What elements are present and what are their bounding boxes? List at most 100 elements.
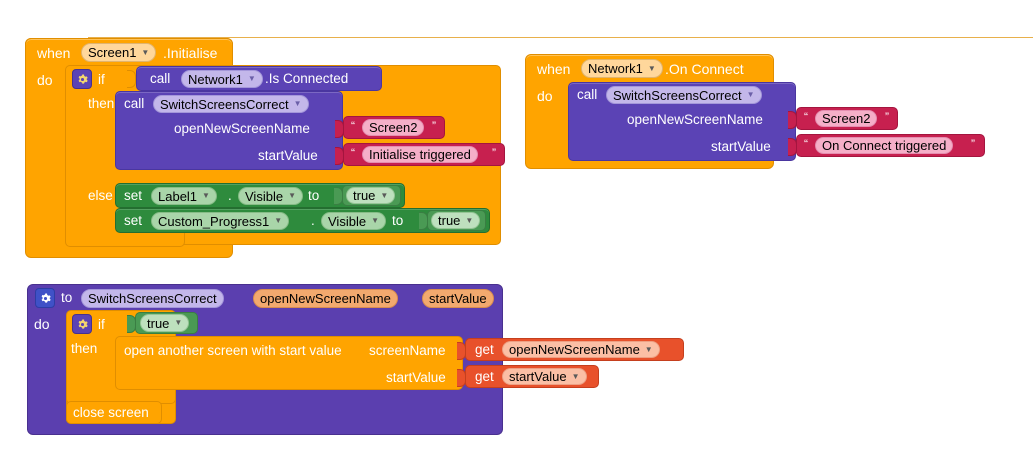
network1-component-dropdown[interactable]: Network1 ▼ — [181, 70, 263, 88]
open-another-screen-label: open another screen with start value — [124, 343, 342, 358]
procedure-param-label-0: openNewScreenName — [260, 291, 391, 306]
when-keyword-network1: when — [537, 61, 571, 77]
logic-true-label-3: true — [147, 315, 170, 331]
to-keyword-label1: to — [308, 188, 320, 203]
network1-event-component-label: Network1 — [588, 61, 643, 76]
mutator-gear-icon-if-procedure[interactable] — [72, 314, 92, 334]
customprogress1-component-dropdown[interactable]: Custom_Progress1 ▼ — [151, 212, 290, 230]
chevron-down-icon: ▼ — [371, 216, 379, 225]
text-value-label-3: Screen2 — [822, 111, 871, 126]
open-quote-2: “ — [351, 146, 355, 160]
procedure-name-label: SwitchScreensCorrect — [88, 291, 217, 306]
chevron-down-icon: ▼ — [293, 99, 302, 108]
get-variable-dropdown-startvalue[interactable]: startValue ▼ — [502, 368, 587, 385]
then-keyword-screen1: then — [88, 96, 115, 111]
label1-component-label: Label1 — [158, 188, 198, 204]
dot-separator-label1: . — [228, 188, 232, 203]
procedure-name-field[interactable]: SwitchScreensCorrect — [81, 289, 224, 308]
chevron-down-icon: ▼ — [274, 216, 283, 225]
screen1-component-label: Screen1 — [88, 45, 137, 60]
close-quote-1: ” — [432, 119, 436, 133]
screen1-event-label: .Initialise — [163, 45, 218, 61]
open-quote-3: “ — [804, 110, 808, 124]
chevron-down-icon: ▼ — [746, 90, 755, 99]
network1-component-label: Network1 — [188, 71, 243, 87]
chevron-down-icon: ▼ — [247, 74, 256, 83]
if-keyword-procedure: if — [98, 317, 105, 332]
close-screen-block[interactable] — [66, 401, 162, 424]
close-screen-label: close screen — [73, 405, 149, 420]
text-value-screen2-2[interactable]: Screen2 — [815, 110, 878, 127]
screen1-component-dropdown[interactable]: Screen1 ▼ — [81, 43, 157, 62]
text-value-screen2-1[interactable]: Screen2 — [362, 119, 425, 136]
switchscreenscorrect-procedure-dropdown-1[interactable]: SwitchScreensCorrect ▼ — [153, 95, 309, 113]
text-value-label-2: Initialise triggered — [369, 147, 471, 162]
text-value-label-1: Screen2 — [369, 120, 418, 135]
close-quote-2: ” — [492, 146, 496, 160]
condition-socket-plug — [127, 70, 136, 88]
customprogress1-property-label: Visible — [328, 213, 367, 229]
mutator-gear-icon-procedure[interactable] — [35, 288, 55, 308]
label1-component-dropdown[interactable]: Label1 ▼ — [151, 187, 217, 205]
close-quote-3: ” — [885, 110, 889, 124]
close-quote-4: ” — [971, 137, 975, 151]
chevron-down-icon: ▼ — [202, 191, 210, 200]
procedure-param-opennewscreenname[interactable]: openNewScreenName — [253, 289, 398, 308]
arg-label-opennewscreenname-2: openNewScreenName — [627, 112, 763, 127]
dot-separator-customprogress1: . — [311, 213, 315, 228]
get-keyword-opennewscreenname: get — [475, 342, 494, 357]
chevron-down-icon: ▼ — [141, 47, 150, 57]
to-keyword-customprogress1: to — [392, 213, 404, 228]
chevron-down-icon: ▼ — [380, 190, 389, 200]
open-quote-1: “ — [351, 119, 355, 133]
mutator-gear-icon-if-else[interactable] — [72, 69, 92, 89]
when-keyword-screen1: when — [37, 45, 71, 61]
set-keyword-label1: set — [124, 188, 143, 203]
network1-event-component-dropdown[interactable]: Network1 ▼ — [581, 59, 663, 78]
procedure-block-foot — [27, 424, 503, 435]
if-keyword-screen1: if — [98, 72, 105, 87]
then-keyword-procedure: then — [71, 341, 98, 356]
customprogress1-property-dropdown[interactable]: Visible ▼ — [321, 212, 386, 230]
customprogress1-component-label: Custom_Progress1 — [158, 213, 270, 229]
network1-event-name-label: .On Connect — [665, 61, 744, 77]
if-else-block-foot — [65, 233, 185, 247]
call-keyword-switch-2: call — [577, 87, 598, 102]
set-keyword-customprogress1: set — [124, 213, 143, 228]
chevron-down-icon: ▼ — [571, 371, 580, 381]
do-keyword-screen1: do — [37, 72, 53, 88]
get-variable-label-startvalue: startValue — [509, 369, 567, 384]
logic-true-dropdown-customprogress1[interactable]: true ▼ — [431, 212, 481, 229]
procedure-param-startvalue[interactable]: startValue — [422, 289, 494, 308]
text-value-label-4: On Connect triggered — [822, 138, 947, 153]
logic-true-label-2: true — [438, 213, 461, 228]
text-value-initialise-triggered[interactable]: Initialise triggered — [362, 146, 478, 163]
do-keyword-network1: do — [537, 88, 553, 104]
network1-method-label: .Is Connected — [265, 71, 349, 86]
chevron-down-icon: ▼ — [174, 318, 183, 327]
do-keyword-procedure: do — [34, 316, 50, 332]
label1-property-dropdown[interactable]: Visible ▼ — [238, 187, 303, 205]
logic-true-dropdown-procedure[interactable]: true ▼ — [140, 314, 190, 332]
get-variable-label-opennewscreenname: openNewScreenName — [509, 342, 640, 357]
arg-label-screenname: screenName — [369, 343, 446, 358]
switchscreenscorrect-label-1: SwitchScreensCorrect — [160, 96, 289, 112]
arg-label-startvalue-proc: startValue — [386, 370, 446, 385]
else-keyword-screen1: else — [88, 188, 113, 203]
switchscreenscorrect-procedure-dropdown-2[interactable]: SwitchScreensCorrect ▼ — [606, 86, 762, 104]
get-keyword-startvalue: get — [475, 369, 494, 384]
get-variable-dropdown-opennewscreenname[interactable]: openNewScreenName ▼ — [502, 341, 660, 358]
logic-true-label-1: true — [353, 188, 376, 203]
call-keyword-network1: call — [150, 71, 171, 86]
text-value-onconnect-triggered[interactable]: On Connect triggered — [815, 137, 954, 154]
chevron-down-icon: ▼ — [288, 191, 296, 200]
chevron-down-icon: ▼ — [465, 215, 474, 225]
open-another-screen-block[interactable] — [115, 336, 463, 390]
call-keyword-switch-1: call — [124, 96, 145, 111]
label1-property-label: Visible — [245, 188, 284, 204]
procedure-param-label-1: startValue — [429, 291, 487, 306]
chevron-down-icon: ▼ — [644, 344, 653, 354]
open-quote-4: “ — [804, 137, 808, 151]
logic-true-dropdown-label1[interactable]: true ▼ — [346, 187, 396, 204]
